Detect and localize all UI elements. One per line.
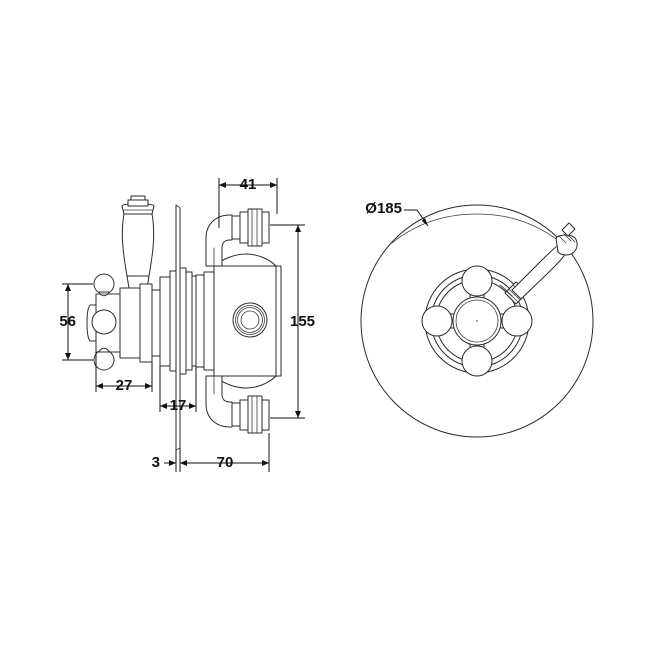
- side-view: 41 155 56: [59, 176, 315, 472]
- side-port: [232, 302, 268, 338]
- handle-knob-right: [501, 305, 533, 337]
- dimension-label-17: 17: [170, 397, 187, 414]
- cross-handle-side: [86, 273, 161, 371]
- front-view: Ø185: [360, 200, 594, 438]
- dimension-3: 3: [152, 448, 181, 472]
- dimension-label-70: 70: [217, 454, 234, 471]
- dimension-label-diameter: Ø185: [365, 200, 402, 217]
- dimension-label-41: 41: [240, 176, 257, 193]
- dimension-label-27: 27: [116, 377, 133, 394]
- dimension-label-155: 155: [290, 313, 315, 330]
- dimension-17: 17: [159, 366, 197, 414]
- dimension-27: 27: [95, 352, 153, 394]
- dimension-56: 56: [59, 283, 93, 361]
- dimension-155: 155: [270, 224, 315, 419]
- dimension-70: 70: [180, 433, 270, 472]
- dimension-label-3: 3: [152, 454, 160, 471]
- lever-handle-front: [504, 222, 578, 305]
- flange-stack: [159, 267, 197, 375]
- handle-knob-left: [421, 305, 453, 337]
- handle-knob-bottom: [461, 345, 493, 377]
- upper-outlet-elbow: [205, 208, 270, 267]
- dimension-diameter-185: Ø185: [365, 200, 429, 227]
- lower-outlet-elbow: [205, 375, 270, 434]
- cross-handle-front: [421, 265, 533, 377]
- dimension-label-56: 56: [59, 313, 76, 330]
- dimension-41: 41: [218, 176, 278, 228]
- handle-knob-top: [461, 265, 493, 297]
